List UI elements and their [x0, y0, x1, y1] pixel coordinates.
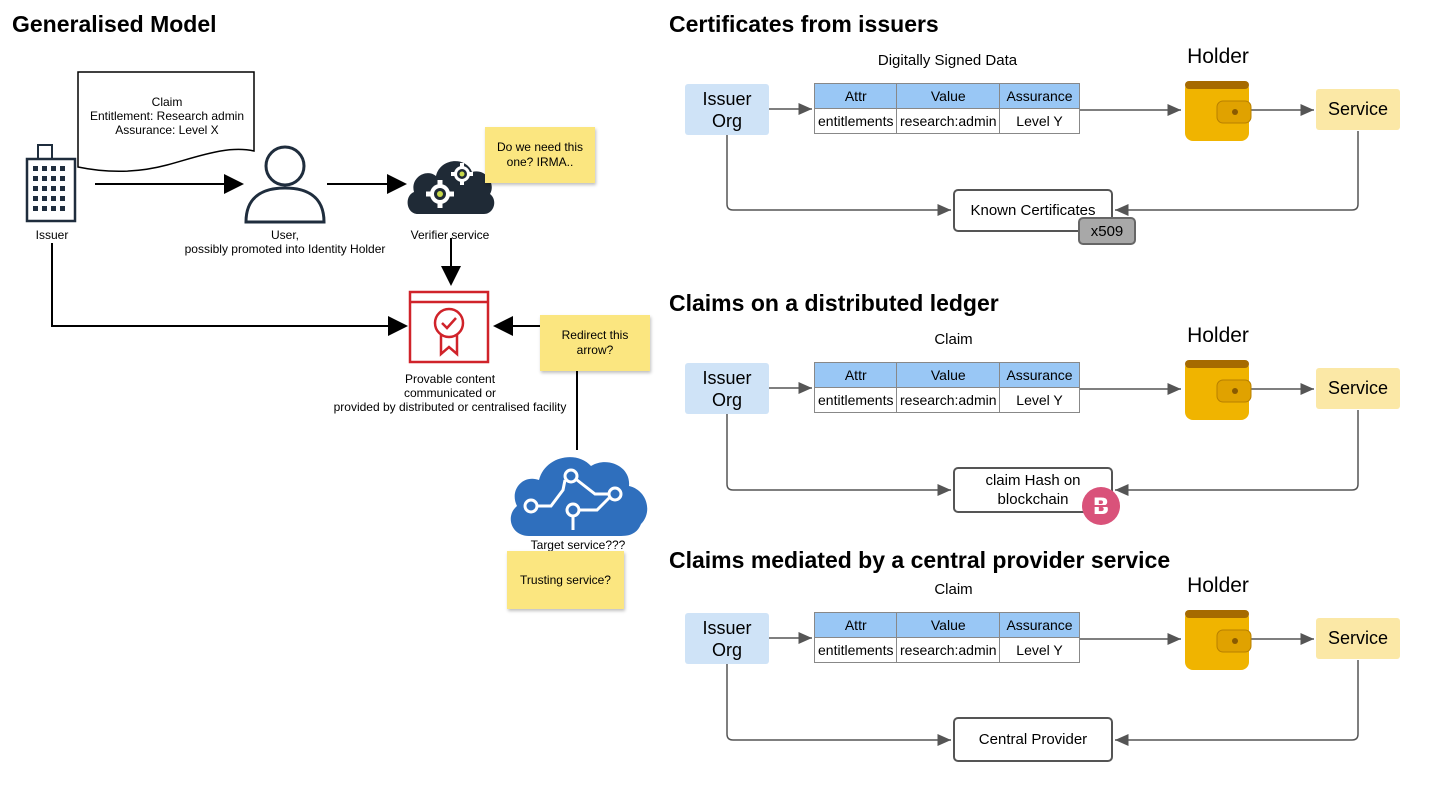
- provable-label-line: provided by distributed or centralised f…: [333, 400, 567, 414]
- table-header-value: Value: [896, 83, 1001, 109]
- blockchain-badge-letter: B: [1093, 495, 1110, 520]
- issuer-org-box: Issuer Org: [685, 613, 769, 664]
- table-header-attr: Attr: [813, 612, 898, 638]
- table-header-attr: Attr: [813, 362, 898, 388]
- table-cell-assurance: Level Y: [999, 637, 1080, 663]
- table-caption: Claim: [934, 331, 973, 348]
- store-line: Central Provider: [978, 731, 1088, 748]
- attribute-table: Attr Value Assurance entitlements resear…: [813, 362, 1080, 413]
- issuer-org-line: Issuer: [702, 88, 752, 109]
- issuer-org-line: Issuer: [702, 367, 752, 388]
- user-label-line: possibly promoted into Identity Holder: [184, 242, 386, 256]
- central-provider-box: Central Provider: [953, 717, 1113, 762]
- wallet-icon: [1185, 81, 1252, 141]
- s1-arrow-service-to-store: [1115, 131, 1359, 216]
- table-cell-value: research:admin: [896, 108, 1001, 134]
- s3-arrow-issuer-to-store: [726, 664, 951, 746]
- issuer-org-line: Org: [711, 639, 742, 660]
- table-caption: Claim: [934, 581, 973, 598]
- table-header-assurance: Assurance: [999, 612, 1080, 638]
- generalised-model-title: Generalised Model: [12, 11, 217, 37]
- holder-label: Holder: [1187, 45, 1249, 68]
- store-line: claim Hash on: [985, 472, 1081, 489]
- section-title: Certificates from issuers: [669, 11, 939, 37]
- verifier-label: Verifier service: [410, 228, 490, 242]
- holder-label: Holder: [1187, 324, 1249, 347]
- issuer-org-line: Issuer: [702, 617, 752, 638]
- sticky-irma-line: Do we need this: [496, 140, 584, 154]
- claim-doc-line: Claim: [151, 95, 183, 109]
- table-cell-value: research:admin: [896, 637, 1001, 663]
- claim-document: Claim Entitlement: Research admin Assura…: [77, 95, 257, 137]
- section-title: Claims mediated by a central provider se…: [669, 547, 1171, 573]
- target-service-cloud-icon: [510, 457, 648, 536]
- wallet-icon: [1185, 610, 1252, 670]
- table-cell-attr: entitlements: [813, 387, 898, 413]
- table-header-assurance: Assurance: [999, 362, 1080, 388]
- provable-label: Provable content communicated or provide…: [300, 372, 600, 414]
- issuer-org-line: Org: [711, 110, 742, 131]
- sticky-note-trusting: Trusting service?: [507, 551, 624, 609]
- section-title: Claims on a distributed ledger: [669, 290, 999, 316]
- issuer-label: Issuer: [35, 228, 69, 242]
- table-cell-attr: entitlements: [813, 637, 898, 663]
- table-header-attr: Attr: [813, 83, 898, 109]
- table-header-assurance: Assurance: [999, 83, 1080, 109]
- table-header-value: Value: [896, 362, 1001, 388]
- table-cell-attr: entitlements: [813, 108, 898, 134]
- service-box: Service: [1316, 618, 1400, 659]
- service-box: Service: [1316, 89, 1400, 130]
- store-line: Known Certificates: [970, 202, 1096, 219]
- attribute-table: Attr Value Assurance entitlements resear…: [813, 83, 1080, 134]
- s1-arrow-issuer-to-store: [726, 135, 951, 216]
- store-line: blockchain: [997, 491, 1069, 508]
- provable-label-line: Provable content: [404, 372, 496, 386]
- sticky-note-redirect: Redirect this arrow?: [540, 315, 650, 371]
- arrow-issuer-to-provable: [51, 243, 408, 336]
- table-cell-value: research:admin: [896, 387, 1001, 413]
- issuer-org-line: Org: [711, 389, 742, 410]
- sticky-irma-line: one? IRMA..: [506, 155, 574, 169]
- user-label: User, possibly promoted into Identity Ho…: [160, 228, 410, 256]
- s3-arrow-service-to-store: [1115, 660, 1359, 746]
- table-header-value: Value: [896, 612, 1001, 638]
- holder-label: Holder: [1187, 574, 1249, 597]
- table-cell-assurance: Level Y: [999, 387, 1080, 413]
- provable-label-line: communicated or: [403, 386, 497, 400]
- blockchain-badge-icon: B: [1082, 487, 1120, 525]
- target-label: Target service???: [530, 538, 626, 552]
- building-icon: [25, 144, 77, 223]
- table-caption: Digitally Signed Data: [877, 52, 1018, 69]
- user-label-line: User,: [270, 228, 299, 242]
- s2-arrow-service-to-store: [1115, 410, 1359, 496]
- sticky-note-irma: Do we need this one? IRMA..: [485, 127, 595, 183]
- claim-doc-line: Entitlement: Research admin: [89, 109, 245, 123]
- issuer-org-box: Issuer Org: [685, 84, 769, 135]
- user-icon: [244, 145, 326, 224]
- s2-arrow-issuer-to-store: [726, 414, 951, 496]
- x509-badge: x509: [1078, 217, 1136, 245]
- sticky-redirect-line: arrow?: [576, 343, 614, 357]
- claim-document-icon: [77, 71, 255, 172]
- verifier-cloud-gears-icon: [407, 161, 495, 214]
- service-box: Service: [1316, 368, 1400, 409]
- sticky-redirect-line: Redirect this: [561, 328, 629, 342]
- wallet-icon: [1185, 360, 1252, 420]
- issuer-org-box: Issuer Org: [685, 363, 769, 414]
- attribute-table: Attr Value Assurance entitlements resear…: [813, 612, 1080, 663]
- claim-doc-line: Assurance: Level X: [115, 123, 219, 137]
- certificate-icon: [408, 290, 490, 364]
- table-cell-assurance: Level Y: [999, 108, 1080, 134]
